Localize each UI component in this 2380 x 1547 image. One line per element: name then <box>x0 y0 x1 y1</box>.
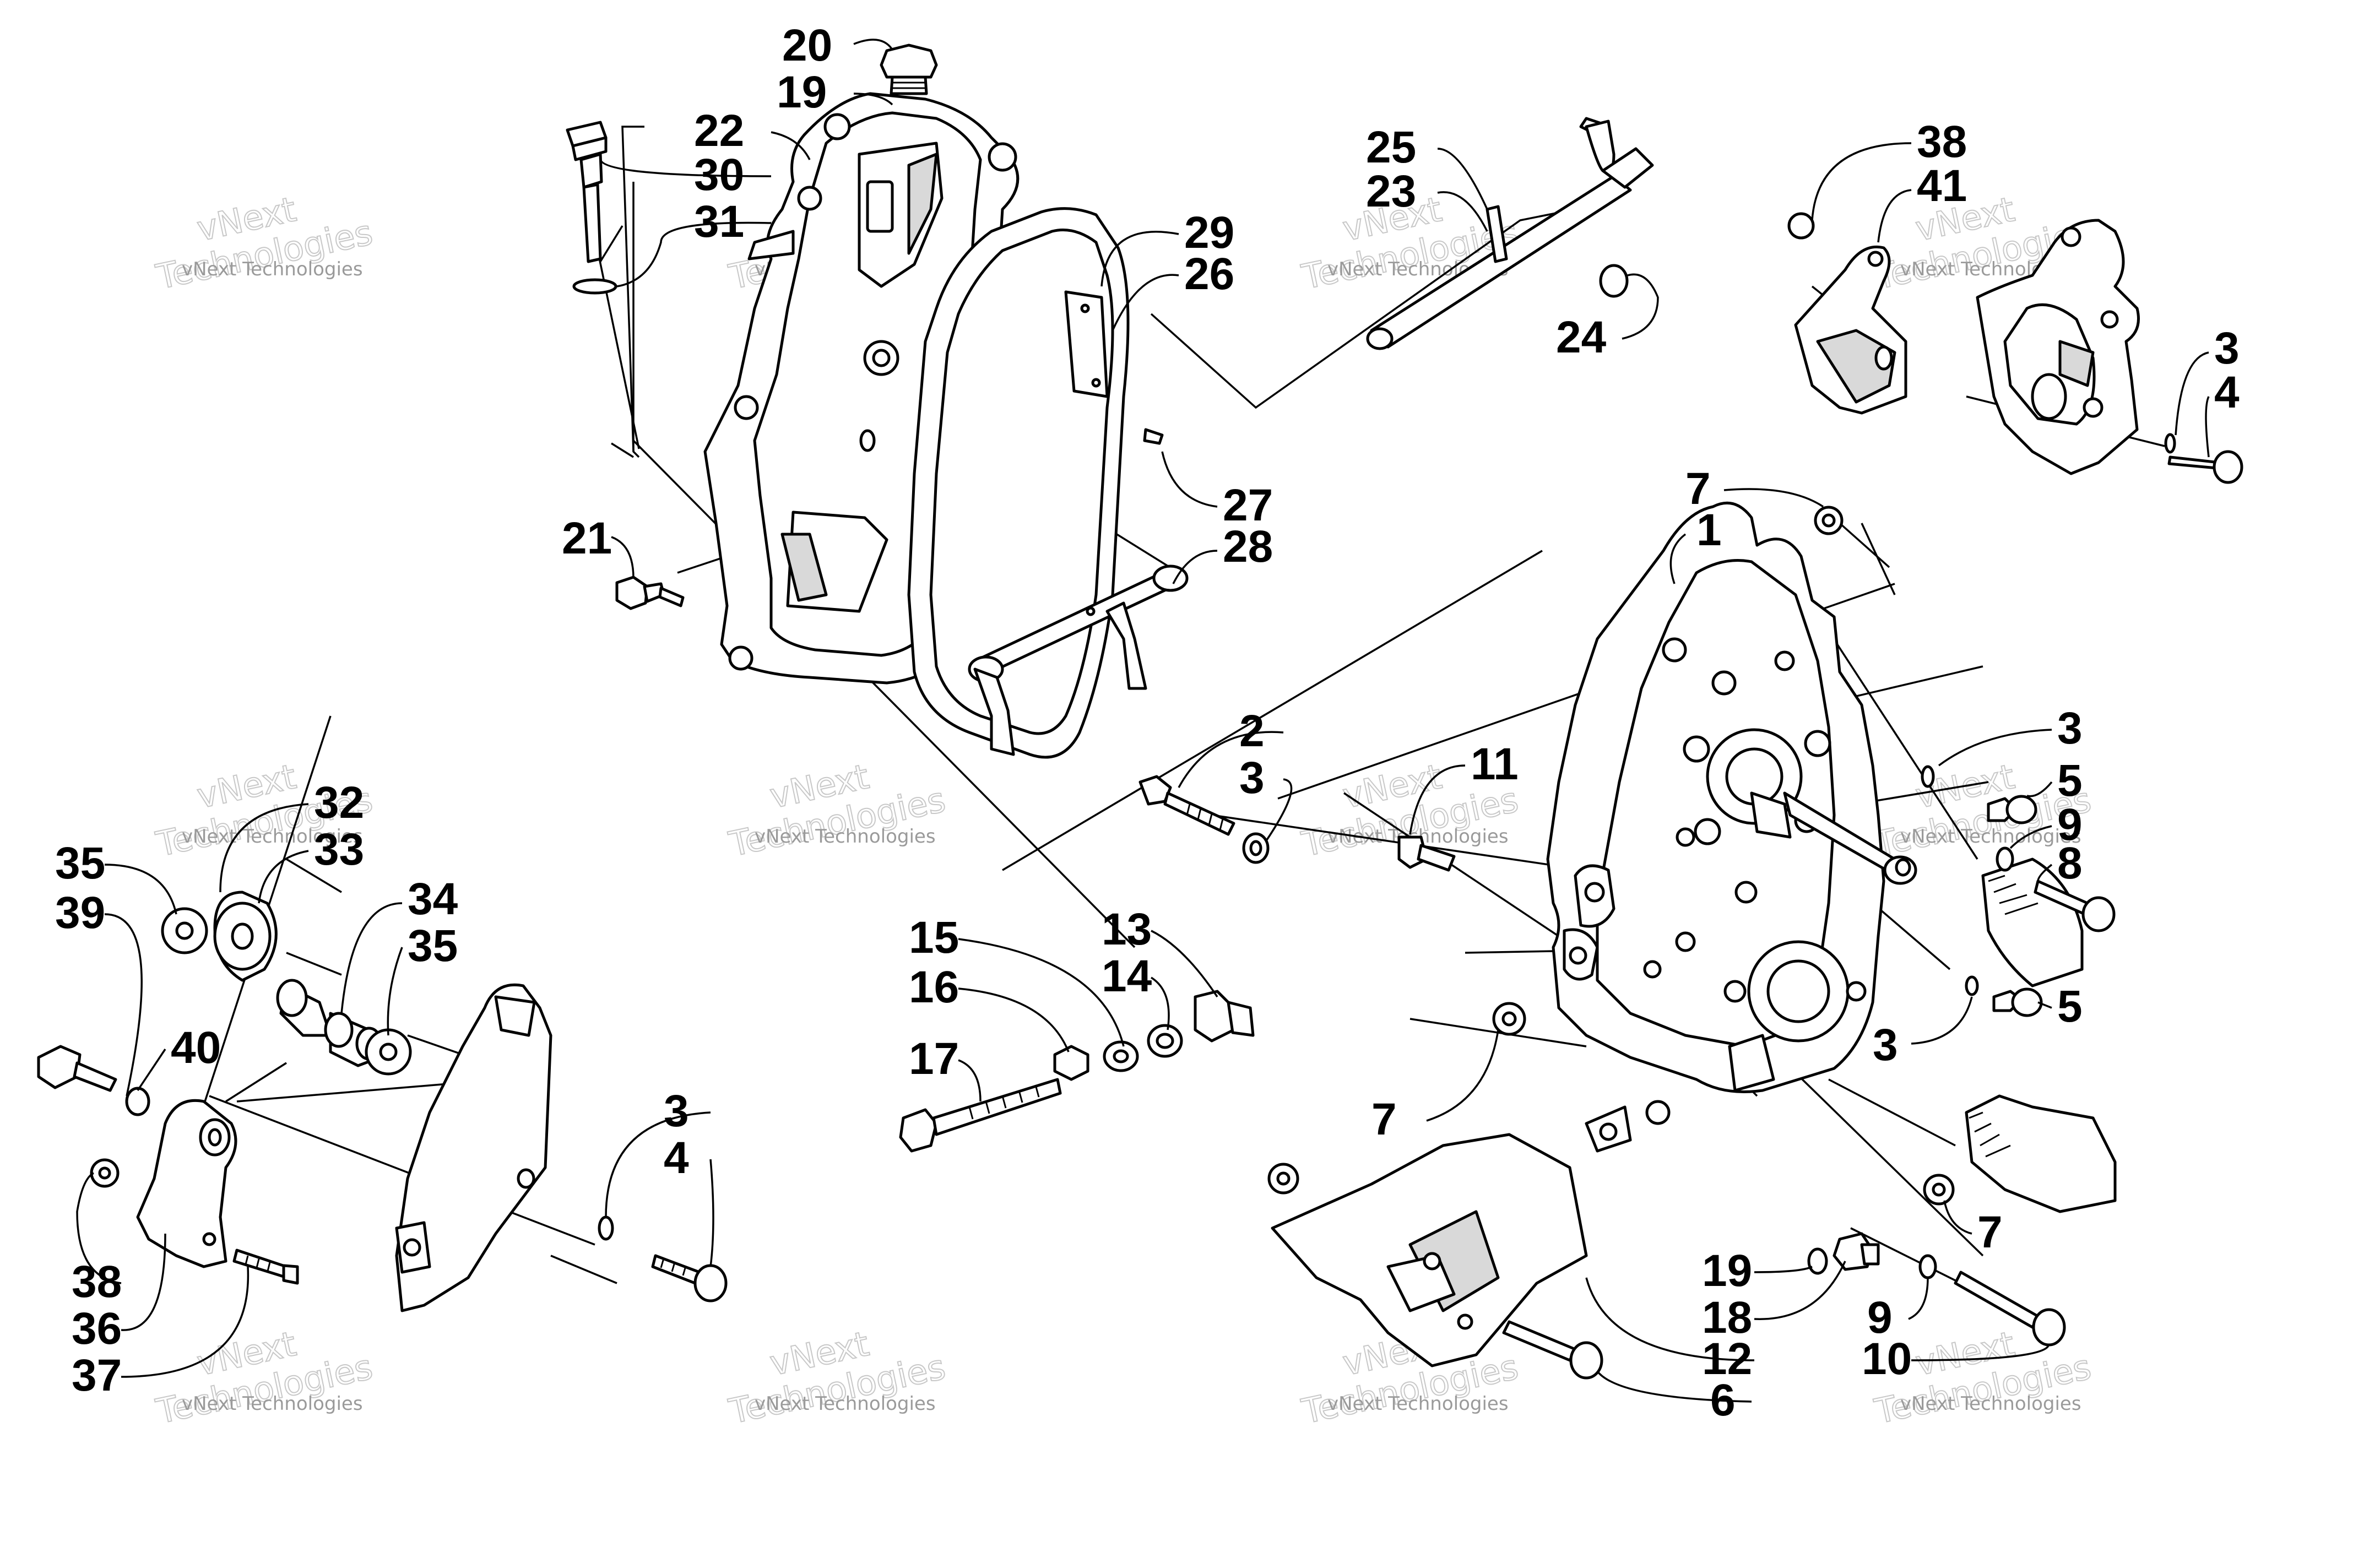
output-shaft <box>1965 1094 2117 1213</box>
callout-16: 16 <box>909 962 959 1012</box>
roller-33 <box>213 891 278 982</box>
callout-7-middle: 7 <box>1371 1094 1397 1144</box>
bolt-39 <box>37 1045 117 1092</box>
vent-plug-20 <box>880 44 938 95</box>
stud-2 <box>1139 775 1235 836</box>
callout-13: 13 <box>1102 904 1152 954</box>
callout-35-right: 35 <box>408 921 458 971</box>
callout-37: 37 <box>72 1350 122 1401</box>
watermark-small: vNext Technologies <box>182 826 363 848</box>
callout-26: 26 <box>1184 249 1234 299</box>
callout-32: 32 <box>314 778 364 828</box>
bolt-5-lower <box>1992 987 2043 1017</box>
callout-3-center: 3 <box>1239 753 1265 803</box>
callout-28: 28 <box>1223 522 1273 572</box>
watermark-small: vNext Technologies <box>755 826 936 848</box>
shift-shaft <box>1366 117 1654 350</box>
washer-40 <box>125 1087 150 1116</box>
callout-5-upper: 5 <box>2057 756 2083 806</box>
callout-19-lower: 19 <box>1702 1246 1752 1296</box>
watermark-small: vNext Technologies <box>1900 1393 2081 1415</box>
washer-9-lower <box>1918 1254 1937 1279</box>
washer-9-upper <box>1996 846 2014 872</box>
callout-39: 39 <box>55 888 105 938</box>
upper-bracket <box>1976 219 2140 475</box>
bolt-5-upper <box>1987 795 2037 824</box>
callout-8: 8 <box>2057 838 2083 888</box>
washer-3-top <box>2164 433 2176 454</box>
washer-3-upper-right <box>1921 765 1935 788</box>
callout-7-right: 7 <box>1977 1207 2003 1257</box>
bushing-32 <box>276 979 332 1037</box>
callout-4-top-right: 4 <box>2214 367 2240 417</box>
callout-21: 21 <box>562 513 612 563</box>
lower-left-cover <box>395 983 552 1312</box>
washer-3-lower-left <box>598 1215 614 1241</box>
callout-leaders <box>76 39 2210 1403</box>
callout-15: 15 <box>909 913 959 963</box>
callout-23: 23 <box>1366 166 1416 216</box>
bolt-17 <box>899 1078 1062 1153</box>
callout-9-lower: 9 <box>1867 1293 1893 1343</box>
watermark-small: vNext Technologies <box>182 1393 363 1415</box>
main-chaincase <box>1546 501 1917 1153</box>
callout-33: 33 <box>314 824 364 875</box>
callout-3-lower-left: 3 <box>664 1086 689 1136</box>
callout-41: 41 <box>1917 161 1967 211</box>
callout-19-top: 19 <box>777 67 827 117</box>
bracket-28 <box>968 564 1189 756</box>
callout-24: 24 <box>1556 312 1607 362</box>
bracket-36 <box>136 1099 237 1268</box>
gasket-and-plate <box>907 207 1164 759</box>
bolt-37 <box>232 1249 299 1285</box>
nut-16 <box>1053 1045 1089 1081</box>
callout-labels: 20 19 22 30 31 25 23 24 29 26 27 28 21 3… <box>55 20 2240 1425</box>
callout-31: 31 <box>694 197 744 247</box>
callout-3-top-right: 3 <box>2214 323 2240 373</box>
callout-27: 27 <box>1223 480 1273 530</box>
bolt-4-lower <box>651 1254 728 1302</box>
skid-bracket-12 <box>1271 1133 1588 1367</box>
callout-25: 25 <box>1366 122 1416 172</box>
callout-40: 40 <box>171 1023 221 1073</box>
callout-11: 11 <box>1471 739 1519 789</box>
drain-plug-18 <box>1833 1232 1880 1271</box>
bolt-8 <box>2034 880 2116 932</box>
callout-29: 29 <box>1184 208 1234 258</box>
callout-9-upper: 9 <box>2057 800 2083 850</box>
callout-3-right: 3 <box>2057 703 2083 753</box>
callout-38-top: 38 <box>1917 117 1967 167</box>
callout-34: 34 <box>408 874 458 924</box>
callout-4-lower-left: 4 <box>664 1133 689 1183</box>
callout-17: 17 <box>909 1034 959 1084</box>
callout-3-mid: 3 <box>1873 1020 1898 1070</box>
callout-2: 2 <box>1239 706 1265 756</box>
stud-11 <box>1397 835 1456 872</box>
watermark-small: vNext Technologies <box>1900 826 2081 848</box>
bolt-4-top <box>2167 450 2243 484</box>
callout-14: 14 <box>1102 951 1152 1001</box>
watermark-small: vNext Technologies <box>1327 1393 1509 1415</box>
bolt-10 <box>1954 1271 2066 1347</box>
callout-7-top: 7 <box>1685 464 1711 514</box>
o-ring-19-lower <box>1807 1247 1828 1275</box>
callout-18: 18 <box>1702 1293 1752 1343</box>
bolt-21 <box>615 576 685 610</box>
bushing-13 <box>1194 990 1255 1043</box>
callout-20: 20 <box>782 20 832 70</box>
callout-5-lower: 5 <box>2057 981 2083 1032</box>
callout-1: 1 <box>1696 505 1722 555</box>
callout-22: 22 <box>694 106 744 156</box>
shift-arm-41 <box>1787 212 1907 415</box>
watermark-small: vNext Technologies <box>182 258 363 280</box>
callout-35-left: 35 <box>55 838 105 888</box>
watermark-small: vNext Technologies <box>755 1393 936 1415</box>
callout-36: 36 <box>72 1304 122 1354</box>
callout-10: 10 <box>1862 1334 1912 1384</box>
bolt-6 <box>1502 1320 1603 1380</box>
dipstick-30 <box>566 121 617 295</box>
washer-3-mid-right <box>1965 975 1979 996</box>
